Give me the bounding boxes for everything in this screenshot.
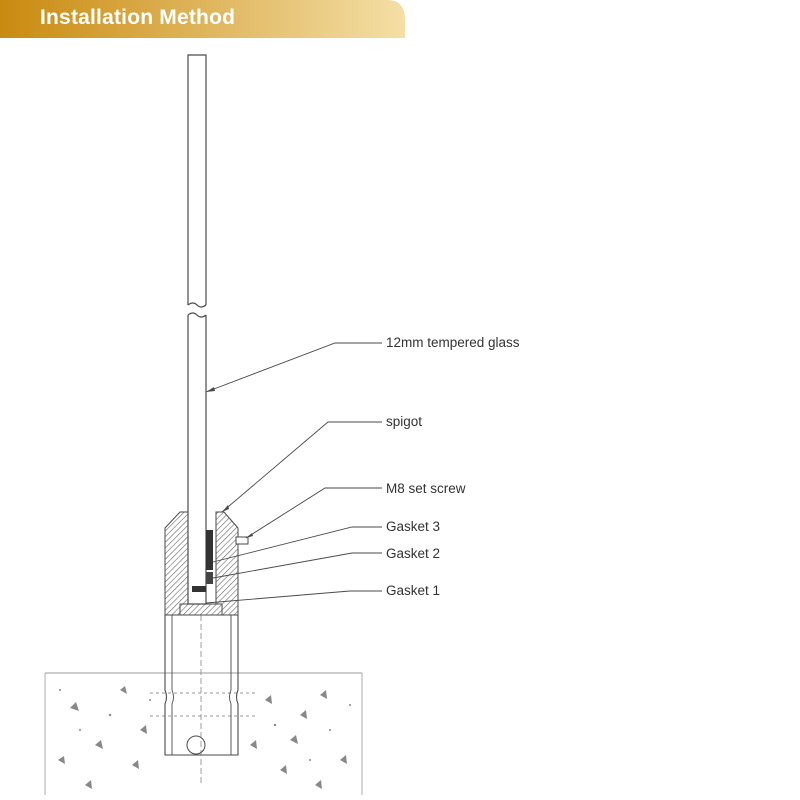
spigot-right-wall <box>215 511 239 616</box>
leader-set-screw <box>245 487 382 539</box>
glass-upper <box>187 54 207 305</box>
spigot-base-plug <box>179 603 223 616</box>
leader-lines <box>205 342 382 604</box>
gasket-3 <box>206 530 213 570</box>
leader-gasket-2 <box>212 552 382 579</box>
spigot-left-wall <box>164 511 189 616</box>
m8-set-screw <box>235 536 249 545</box>
ground <box>44 672 363 795</box>
spigot-tube <box>164 615 239 756</box>
label-set-screw: M8 set screw <box>386 481 466 496</box>
spigot-body <box>164 511 239 785</box>
label-spigot: spigot <box>386 414 422 429</box>
glass-lower <box>187 315 207 605</box>
section-banner <box>0 0 405 38</box>
label-gasket-3: Gasket 3 <box>386 519 440 534</box>
glass-break-top <box>187 302 207 308</box>
banner-title: Installation Method <box>40 6 236 29</box>
leader-arrowheads <box>206 387 253 538</box>
glass-panel <box>187 54 207 605</box>
gasket-2 <box>206 572 213 584</box>
label-glass: 12mm tempered glass <box>386 335 520 350</box>
gasket-1 <box>192 586 206 592</box>
label-gasket-1: Gasket 1 <box>386 583 440 598</box>
leader-glass <box>205 342 382 393</box>
leader-gasket-3 <box>212 526 382 563</box>
label-gasket-2: Gasket 2 <box>386 546 440 561</box>
spigot-tube-inner <box>171 615 232 755</box>
concrete-aggregate <box>58 686 351 789</box>
leader-spigot <box>221 421 382 513</box>
leader-gasket-1 <box>205 590 382 604</box>
glass-break-bottom <box>187 312 207 318</box>
gaskets <box>192 530 213 592</box>
anchor-hole <box>186 735 206 755</box>
